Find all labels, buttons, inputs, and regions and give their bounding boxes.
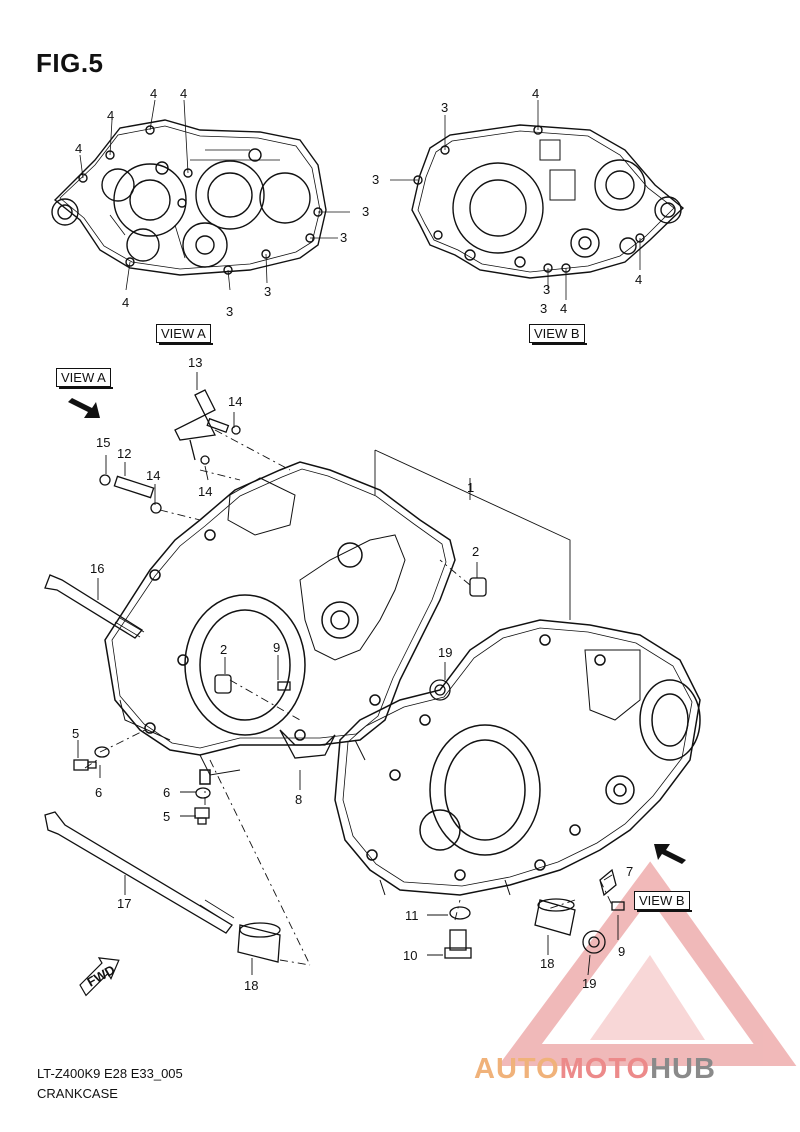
callout-label: 18	[244, 978, 258, 993]
callout-label: 14	[146, 468, 160, 483]
small-parts	[44, 389, 625, 963]
callout-label: 5	[72, 726, 79, 741]
crankcase-right-half	[334, 619, 701, 896]
watermark-text: AUTOMOTOHUB	[474, 1053, 716, 1086]
callout-label: 14	[198, 484, 212, 499]
callout-label: 4	[532, 86, 539, 101]
callout-label: 4	[150, 86, 157, 101]
footer-code: LT-Z400K9 E28 E33_005	[37, 1066, 183, 1081]
callout-label: 9	[618, 944, 625, 959]
callout-label: 4	[635, 272, 642, 287]
watermark-logo	[498, 861, 797, 1066]
view-a-label-main: VIEW A	[56, 368, 113, 389]
callout-label: 19	[438, 645, 452, 660]
watermark-part1: AUTO	[474, 1053, 560, 1085]
callout-label: 1	[467, 480, 474, 495]
view-b-arrow	[654, 844, 686, 864]
crankcase-view-b	[390, 100, 685, 300]
watermark-part3: HUB	[650, 1053, 716, 1085]
callout-label: 3	[441, 100, 448, 115]
crankcase-left-half	[104, 461, 456, 785]
callout-label: 6	[163, 785, 170, 800]
callout-label: 3	[372, 172, 379, 187]
figure-title: FIG.5	[36, 48, 104, 78]
callout-label: 4	[122, 295, 129, 310]
crankcase-view-a	[51, 99, 350, 291]
view-a-label-top: VIEW A	[156, 324, 213, 345]
callout-label: 3	[543, 282, 550, 297]
view-a-arrow	[68, 398, 100, 418]
callout-label: 8	[295, 792, 302, 807]
callout-label: 12	[117, 446, 131, 461]
callout-label: 13	[188, 355, 202, 370]
footer-name: CRANKCASE	[37, 1086, 118, 1101]
callout-label: 3	[362, 204, 369, 219]
callout-label: 3	[340, 230, 347, 245]
view-b-label-main: VIEW B	[634, 891, 692, 912]
leader-lines	[77, 372, 619, 976]
callout-label: 5	[163, 809, 170, 824]
callout-label: 4	[560, 301, 567, 316]
callout-label: 16	[90, 561, 104, 576]
callout-label: 14	[228, 394, 242, 409]
watermark-part2: MOTO	[559, 1053, 651, 1085]
top-callouts: 4 4 4 4 3 3 3 3 4 3 4 3 3 4 3 4	[75, 86, 642, 319]
callout-label: 9	[273, 640, 280, 655]
callout-label: 2	[472, 544, 479, 559]
main-callouts: 1 2 2 5 5 6 6 7 8 9 9 10 11 12 13 14 14 …	[72, 355, 633, 993]
callout-label: 10	[403, 948, 417, 963]
callout-label: 18	[540, 956, 554, 971]
view-b-label-top: VIEW B	[529, 324, 587, 345]
callout-label: 3	[264, 284, 271, 299]
callout-label: 7	[626, 864, 633, 879]
fwd-arrow-icon: FWD	[79, 957, 120, 997]
callout-label: 4	[75, 141, 82, 156]
callout-label: 2	[220, 642, 227, 657]
callout-label: 17	[117, 896, 131, 911]
callout-label: 19	[582, 976, 596, 991]
callout-label: 4	[107, 108, 114, 123]
direction-arrows: FWD	[68, 398, 686, 997]
callout-label: 4	[180, 86, 187, 101]
callout-label: 6	[95, 785, 102, 800]
callout-label: 15	[96, 435, 110, 450]
callout-label: 11	[405, 908, 419, 923]
callout-label: 3	[226, 304, 233, 319]
callout-label: 3	[540, 301, 547, 316]
